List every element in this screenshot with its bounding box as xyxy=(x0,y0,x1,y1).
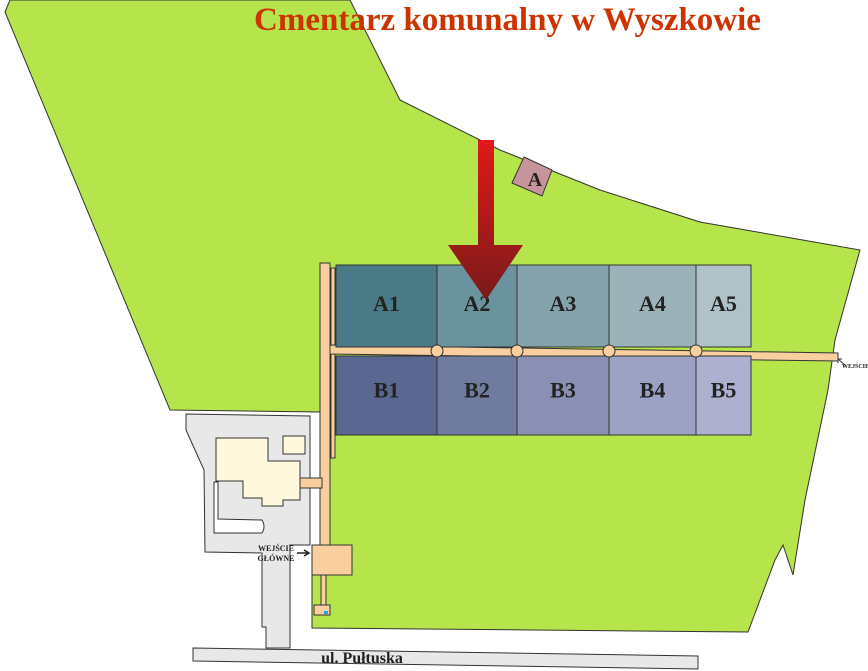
section-plot xyxy=(695,355,752,436)
section-a1[interactable]: A1 xyxy=(335,264,438,348)
section-b2[interactable]: B2 xyxy=(436,355,518,436)
section-plot xyxy=(695,264,752,348)
section-label: B4 xyxy=(640,378,666,403)
street-label: ul. Pułtuska xyxy=(321,650,403,667)
page-title: Cmentarz komunalny w Wyszkowie xyxy=(254,2,761,38)
section-b4[interactable]: B4 xyxy=(608,355,697,436)
path-junction xyxy=(689,344,703,358)
section-label: A1 xyxy=(373,291,400,316)
section-plot xyxy=(335,355,438,436)
section-plot xyxy=(608,264,697,348)
parking-loop xyxy=(213,481,265,534)
path-junction xyxy=(602,344,616,358)
building-small xyxy=(282,435,306,455)
section-b3[interactable]: B3 xyxy=(516,355,610,436)
main-entrance-label-1: WEJŚCIE xyxy=(258,543,294,553)
highlight-arrow-icon xyxy=(448,140,523,300)
path-junction xyxy=(510,344,524,358)
section-plot xyxy=(608,355,697,436)
section-label: B5 xyxy=(711,378,737,403)
section-label: B2 xyxy=(464,378,490,403)
section-label: A4 xyxy=(639,291,666,316)
section-a3[interactable]: A3 xyxy=(516,264,610,348)
section-plot xyxy=(516,355,610,436)
building-main xyxy=(215,437,301,507)
svg-text:A: A xyxy=(528,169,543,191)
section-label: A5 xyxy=(710,291,737,316)
section-a4[interactable]: A4 xyxy=(608,264,697,348)
section-plot xyxy=(516,264,610,348)
path-junction xyxy=(430,344,444,358)
side-entrance-arrow-icon xyxy=(837,358,847,367)
section-b5[interactable]: B5 xyxy=(695,355,752,436)
section-label: B3 xyxy=(550,378,576,403)
chapel-building: A xyxy=(511,156,553,197)
main-entrance-arrow-icon xyxy=(297,549,311,557)
street-road xyxy=(192,647,699,670)
section-label: B1 xyxy=(374,378,400,403)
section-a5[interactable]: A5 xyxy=(695,264,752,348)
section-b1[interactable]: B1 xyxy=(335,355,438,436)
side-entrance-label: WEJŚCIE xyxy=(842,362,868,370)
water-point-icon xyxy=(324,611,328,614)
main-entrance-label-2: GŁÓWNE xyxy=(258,553,295,563)
section-label: A3 xyxy=(550,291,577,316)
